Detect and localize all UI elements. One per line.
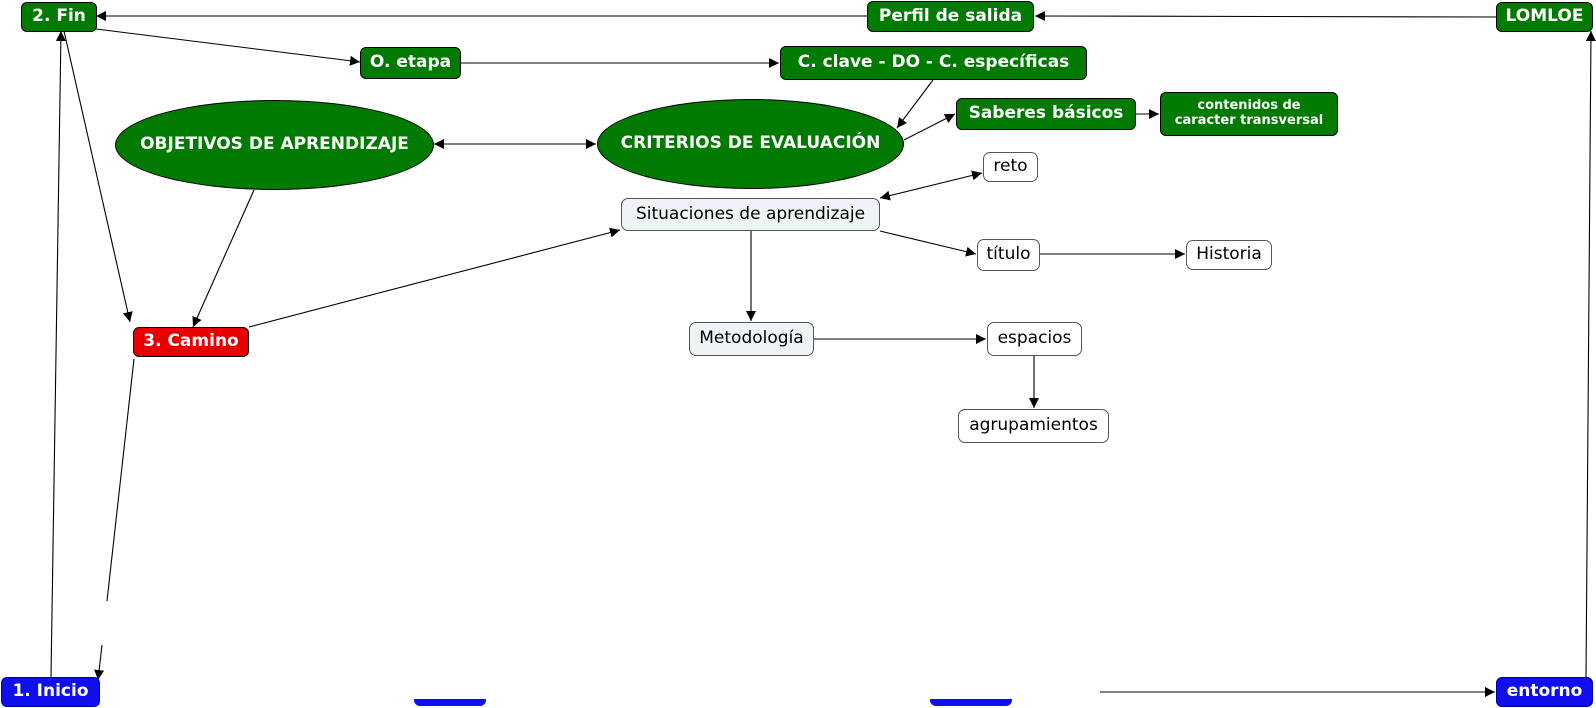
node-agrupamientos[interactable]: agrupamientos bbox=[958, 409, 1109, 443]
node-criterios-de-evaluacion[interactable]: CRITERIOS DE EVALUACIÓN bbox=[597, 99, 904, 189]
node-reto[interactable]: reto bbox=[983, 152, 1038, 182]
node-entorno[interactable]: entorno bbox=[1496, 677, 1593, 707]
node-historia[interactable]: Historia bbox=[1186, 240, 1272, 270]
edge-criterios-saberes bbox=[903, 113, 956, 141]
edge-camino-inicio-tip bbox=[94, 644, 105, 681]
edge-cclave-criterios bbox=[896, 79, 934, 129]
edge-fin-oetapa bbox=[95, 28, 361, 66]
node-metodologia[interactable]: Metodología bbox=[689, 322, 814, 356]
node-situaciones-de-aprendizaje[interactable]: Situaciones de aprendizaje bbox=[621, 198, 880, 231]
edge-situaciones-reto bbox=[879, 170, 983, 201]
node-c-clave[interactable]: C. clave - DO - C. específicas bbox=[780, 46, 1087, 80]
node-o-etapa[interactable]: O. etapa bbox=[360, 47, 461, 79]
cut-off-blue-node-1 bbox=[414, 699, 486, 706]
node-objetivos-de-aprendizaje[interactable]: OBJETIVOS DE APRENDIZAJE bbox=[115, 100, 434, 190]
edge-fin-camino bbox=[63, 30, 133, 323]
node-saberes-basicos[interactable]: Saberes básicos bbox=[956, 98, 1136, 130]
node-titulo[interactable]: título bbox=[977, 239, 1040, 271]
node-inicio[interactable]: 1. Inicio bbox=[1, 677, 100, 707]
node-lomloe[interactable]: LOMLOE bbox=[1496, 2, 1593, 32]
node-fin[interactable]: 2. Fin bbox=[21, 2, 97, 32]
edge-objetivos-camino bbox=[192, 189, 255, 328]
edge-camino-situaciones bbox=[248, 227, 621, 328]
edge-entorno-lomloe bbox=[1585, 30, 1596, 678]
node-perfil-de-salida[interactable]: Perfil de salida bbox=[867, 1, 1034, 32]
node-contenidos-transversal[interactable]: contenidos de caracter transversal bbox=[1160, 92, 1338, 136]
edge-inicio-fin bbox=[50, 30, 66, 678]
edge-camino-inicio bbox=[106, 358, 135, 602]
edge-situaciones-titulo bbox=[879, 230, 977, 257]
edge-lomloe-perfil bbox=[1034, 11, 1497, 22]
cut-off-blue-node-2 bbox=[930, 699, 1012, 706]
node-espacios[interactable]: espacios bbox=[987, 322, 1082, 356]
node-camino[interactable]: 3. Camino bbox=[133, 327, 249, 357]
